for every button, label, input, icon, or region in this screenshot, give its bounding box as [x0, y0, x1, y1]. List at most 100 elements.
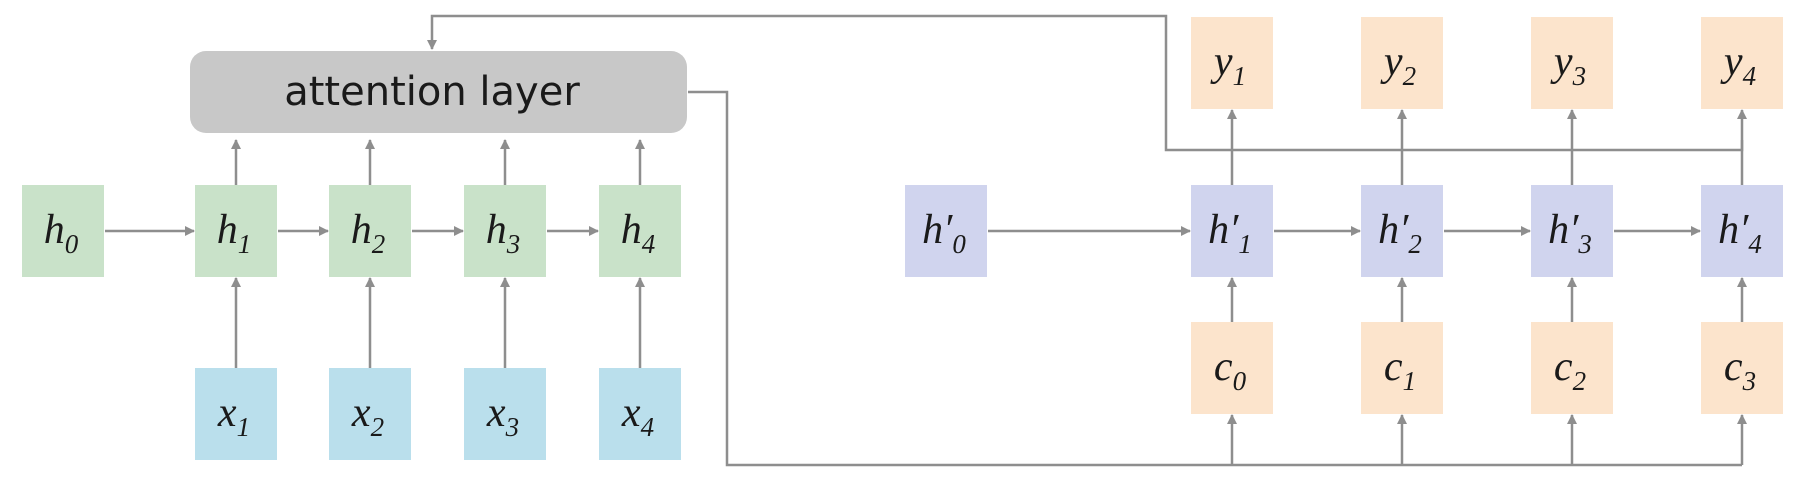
decoder-output-y1-symbol: y [1210, 39, 1233, 85]
encoder-hidden-h0-box [22, 185, 104, 277]
connectors [105, 14, 1747, 467]
decoder-hidden-h3-symbol: h′ [1548, 207, 1579, 253]
context-c2-label: c2 [1554, 344, 1586, 396]
decoder-hidden-h2-symbol: h′ [1378, 207, 1409, 253]
context-c1-symbol: c [1384, 344, 1403, 390]
encoder-hidden-h3-subscript: 3 [506, 229, 521, 259]
encoder-input-x4: x4 [599, 368, 681, 460]
encoder-hidden-h2-label: h2 [351, 207, 386, 259]
context-c0-label: c0 [1214, 344, 1247, 396]
encoder-hidden-h0-label: h0 [44, 207, 79, 259]
decoder-output-y3: y3 [1531, 17, 1613, 109]
encoder-hidden-h0: h0 [22, 185, 104, 277]
context-c1-subscript: 1 [1403, 366, 1417, 396]
decoder-output-y1-box [1191, 17, 1273, 109]
decoder-output-y4: y4 [1701, 17, 1783, 109]
encoder-hidden-h3-box [464, 185, 546, 277]
encoder-hidden-h3: h3 [464, 185, 546, 277]
encoder-input-x4-box [599, 368, 681, 460]
decoder-hidden-h2-box [1361, 185, 1443, 277]
decoder-hidden-h1-subscript: 1 [1238, 229, 1252, 259]
encoder-input-x2-label: x2 [351, 390, 384, 442]
decoder-output-y4-box [1701, 17, 1783, 109]
decoder-hidden-h0-box [905, 185, 987, 277]
decoder-output-y3-symbol: y [1550, 39, 1573, 85]
encoder-input-x2-box [329, 368, 411, 460]
decoder-feedback-path [427, 14, 1744, 152]
decoder-output-y3-subscript: 3 [1572, 61, 1587, 91]
encoder-input-x1-subscript: 1 [237, 412, 251, 442]
encoder-hidden-h3-label: h3 [486, 207, 521, 259]
encoder-hidden-h0-subscript: 0 [65, 229, 79, 259]
decoder-hidden-h1-symbol: h′ [1208, 207, 1239, 253]
encoder-hidden-h3-symbol: h [486, 207, 507, 253]
encoder-input-x3-label: x3 [486, 390, 519, 442]
context-c1-label: c1 [1384, 344, 1416, 396]
context-c0-box [1191, 322, 1273, 414]
encoder-input-x4-label: x4 [621, 390, 654, 442]
encoder-hidden-h4: h4 [599, 185, 681, 277]
encoder-input-x2: x2 [329, 368, 411, 460]
decoder-output-y2-box [1361, 17, 1443, 109]
encoder-input-x4-symbol: x [621, 390, 641, 436]
encoder-hidden-h2-box [329, 185, 411, 277]
decoder-hidden-h3-box [1531, 185, 1613, 277]
decoder-output-y2-label: y2 [1380, 39, 1416, 91]
context-c0: c0 [1191, 322, 1273, 414]
attention-output-path [688, 90, 1742, 467]
decoder-hidden-h4: h′4 [1701, 185, 1783, 277]
context-c0-subscript: 0 [1233, 366, 1247, 396]
encoder-hidden-h2-subscript: 2 [372, 229, 386, 259]
context-c3-symbol: c [1724, 344, 1743, 390]
context-c2-symbol: c [1554, 344, 1573, 390]
decoder-hidden-h1: h′1 [1191, 185, 1273, 277]
decoder-output-y1-label: y1 [1210, 39, 1246, 91]
context-c1: c1 [1361, 322, 1443, 414]
decoder-hidden-h3: h′3 [1531, 185, 1613, 277]
encoder-input-x1: x1 [195, 368, 277, 460]
decoder-hidden-h4-symbol: h′ [1718, 207, 1749, 253]
encoder-hidden-h0-symbol: h [44, 207, 65, 253]
encoder-hidden-h1: h1 [195, 185, 277, 277]
decoder-hidden-h4-label: h′4 [1718, 207, 1762, 259]
decoder-hidden-h2: h′2 [1361, 185, 1443, 277]
decoder-hidden-h0-label: h′0 [922, 207, 966, 259]
decoder-output-y3-box [1531, 17, 1613, 109]
context-c2-subscript: 2 [1573, 366, 1587, 396]
decoder-output-y2: y2 [1361, 17, 1443, 109]
encoder-hidden-h2-symbol: h [351, 207, 372, 253]
context-c3-box [1701, 322, 1783, 414]
decoder-hidden-h4-subscript: 4 [1748, 229, 1762, 259]
encoder-hidden-h1-box [195, 185, 277, 277]
encoder-hidden-h1-symbol: h [217, 207, 238, 253]
decoder-output-y4-label: y4 [1720, 39, 1756, 91]
decoder-hidden-h2-subscript: 2 [1408, 229, 1422, 259]
encoder-hidden-h4-subscript: 4 [642, 229, 656, 259]
decoder-output-y4-symbol: y [1720, 39, 1743, 85]
decoder-hidden-h1-box [1191, 185, 1273, 277]
encoder-hidden-h1-subscript: 1 [238, 229, 252, 259]
encoder-hidden-h2: h2 [329, 185, 411, 277]
encoder-input-x1-box [195, 368, 277, 460]
encoder-hidden-h4-box [599, 185, 681, 277]
context-c2: c2 [1531, 322, 1613, 414]
attention-layer-label: attention layer [284, 69, 580, 115]
decoder-output-y2-subscript: 2 [1403, 61, 1417, 91]
context-c3: c3 [1701, 322, 1783, 414]
decoder-output-y2-symbol: y [1380, 39, 1403, 85]
encoder-input-x3-subscript: 3 [505, 412, 520, 442]
encoder-input-x2-symbol: x [351, 390, 371, 436]
encoder-input-x3-box [464, 368, 546, 460]
context-c1-box [1361, 322, 1443, 414]
attention-layer: attention layer [190, 51, 687, 133]
attention-layer-box [190, 51, 687, 133]
encoder-input-x1-symbol: x [217, 390, 237, 436]
encoder-hidden-h4-label: h4 [621, 207, 656, 259]
context-c3-subscript: 3 [1742, 366, 1757, 396]
decoder-output-y1: y1 [1191, 17, 1273, 109]
encoder-input-x3-symbol: x [486, 390, 506, 436]
decoder-hidden-h0: h′0 [905, 185, 987, 277]
decoder-output-y4-subscript: 4 [1743, 61, 1757, 91]
